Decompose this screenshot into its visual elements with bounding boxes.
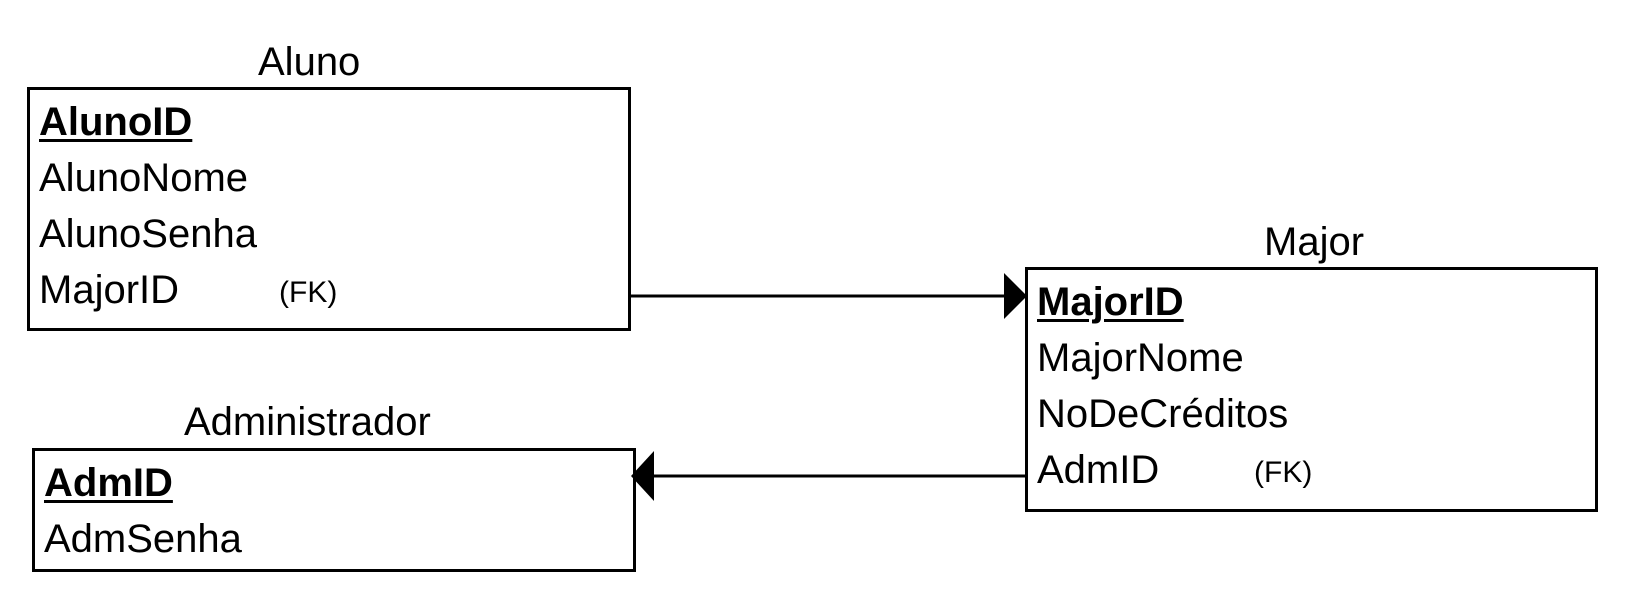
attribute-adm-id-fk: AdmID bbox=[1037, 448, 1160, 492]
entity-title-aluno: Aluno bbox=[258, 40, 361, 84]
attribute-major-nome: MajorNome bbox=[1037, 336, 1244, 380]
arrowhead-administrador bbox=[631, 451, 654, 501]
arrowhead-major bbox=[1004, 273, 1027, 319]
attribute-no-de-creditos: NoDeCréditos bbox=[1037, 392, 1289, 436]
entity-title-administrador: Administrador bbox=[184, 400, 431, 444]
relationship-aluno-to-major bbox=[631, 273, 1027, 319]
relationship-major-to-administrador bbox=[631, 451, 1025, 501]
entity-title-major: Major bbox=[1264, 220, 1365, 264]
attribute-adm-senha: AdmSenha bbox=[44, 517, 242, 561]
primary-key-adm-id: AdmID bbox=[44, 461, 173, 505]
entity-box-administrador[interactable]: AdmID AdmSenha bbox=[32, 448, 636, 572]
fk-tag-aluno-major-id: (FK) bbox=[279, 276, 338, 309]
primary-key-aluno-id: AlunoID bbox=[39, 100, 193, 144]
fk-tag-major-adm-id: (FK) bbox=[1254, 456, 1313, 489]
attribute-aluno-nome: AlunoNome bbox=[39, 156, 249, 200]
attribute-major-id-fk: MajorID bbox=[39, 268, 180, 312]
entity-box-aluno[interactable]: AlunoID AlunoNome AlunoSenha MajorID (FK… bbox=[27, 87, 631, 331]
entity-box-major[interactable]: MajorID MajorNome NoDeCréditos AdmID (FK… bbox=[1025, 267, 1598, 512]
primary-key-major-id: MajorID bbox=[1037, 280, 1184, 324]
attribute-aluno-senha: AlunoSenha bbox=[39, 212, 257, 256]
